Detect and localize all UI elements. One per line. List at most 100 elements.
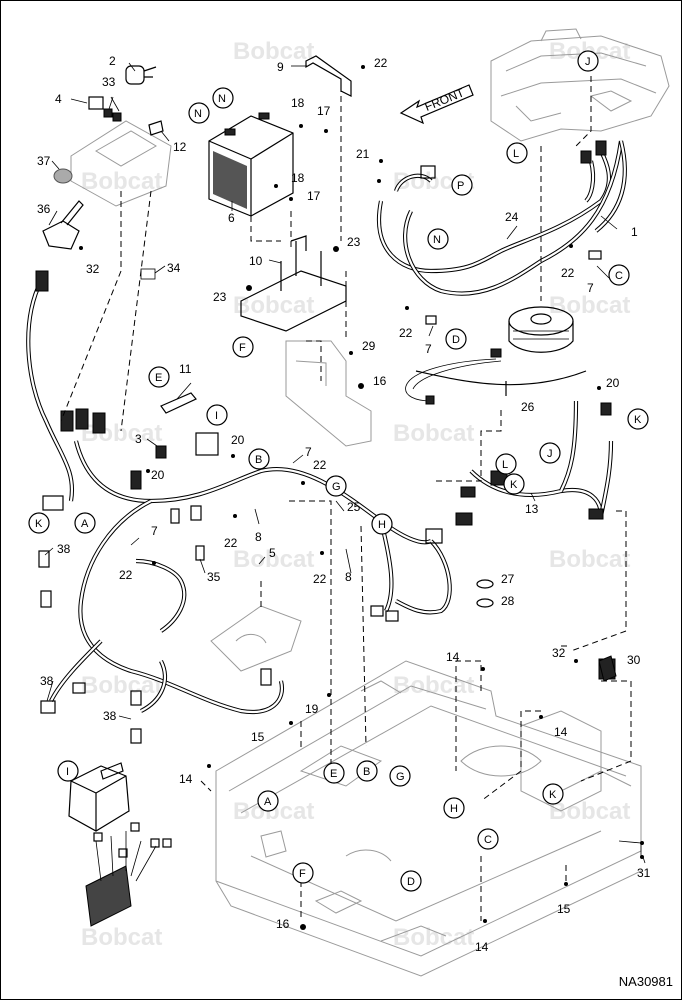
callout-4: 4 — [55, 92, 62, 106]
callout-22c: 22 — [399, 326, 413, 340]
callout-18b: 18 — [291, 171, 305, 185]
svg-text:H: H — [378, 519, 386, 531]
callout-10: 10 — [249, 254, 263, 268]
callout-33: 33 — [102, 75, 116, 89]
circle-letter-markers: N N P N J J L L C C D D K K K K E E I I … — [28, 50, 649, 892]
number-callouts: 1 2 3 4 5 6 7 7 7 7 8 8 9 10 11 12 13 14… — [37, 54, 651, 954]
callout-20b: 20 — [151, 468, 165, 482]
svg-text:K: K — [634, 414, 642, 426]
callout-14d: 14 — [475, 940, 489, 954]
svg-text:D: D — [452, 334, 460, 346]
watermark-5: Bobcat — [233, 292, 314, 319]
floor-plate — [210, 605, 302, 672]
svg-text:I: I — [215, 410, 218, 422]
battery — [208, 112, 294, 217]
callout-5: 5 — [269, 546, 276, 560]
callout-32a: 32 — [552, 646, 566, 660]
svg-text:K: K — [549, 789, 557, 801]
svg-text:N: N — [433, 234, 441, 246]
svg-text:K: K — [35, 518, 43, 530]
callout-14c: 14 — [179, 772, 193, 786]
callout-23b: 23 — [213, 290, 227, 304]
callout-22e: 22 — [224, 536, 238, 550]
watermark-14: Bobcat — [549, 798, 630, 825]
watermark-3: Bobcat — [81, 168, 162, 195]
callout-35: 35 — [207, 570, 221, 584]
watermark-16: Bobcat — [393, 924, 474, 951]
component-30 — [598, 655, 617, 682]
callout-38c: 38 — [103, 709, 117, 723]
callout-7d: 7 — [151, 524, 158, 538]
callout-7a: 7 — [587, 281, 594, 295]
dashed-leaders — [60, 76, 632, 921]
svg-text:I: I — [66, 766, 69, 778]
key-switch-assembly — [42, 65, 172, 280]
svg-text:F: F — [299, 868, 306, 880]
harness-26 — [405, 358, 587, 402]
callout-32b: 32 — [86, 262, 100, 276]
callout-21: 21 — [356, 147, 370, 161]
svg-text:K: K — [510, 479, 518, 491]
svg-text:J: J — [585, 56, 591, 68]
callout-26: 26 — [521, 400, 535, 414]
callout-22b: 22 — [561, 266, 575, 280]
svg-text:E: E — [330, 768, 337, 780]
callout-25: 25 — [347, 500, 361, 514]
svg-text:L: L — [502, 459, 508, 471]
svg-text:E: E — [155, 372, 162, 384]
callout-15b: 15 — [557, 902, 571, 916]
pto-clutch — [508, 306, 574, 353]
fuse-block — [85, 822, 172, 927]
callout-leaders — [44, 62, 646, 864]
svg-text:A: A — [81, 518, 89, 530]
callout-23a: 23 — [347, 235, 361, 249]
front-arrow-label: FRONT — [423, 85, 467, 114]
callout-22f: 22 — [119, 568, 133, 582]
svg-text:L: L — [513, 148, 519, 160]
callout-15a: 15 — [251, 730, 265, 744]
front-arrow: FRONT — [399, 84, 474, 125]
hardware-dots — [79, 65, 644, 930]
callout-16a: 16 — [373, 374, 387, 388]
callout-8a: 8 — [255, 530, 262, 544]
relay-module — [68, 762, 130, 832]
bracket-11 — [160, 392, 197, 414]
svg-text:A: A — [264, 796, 272, 808]
rings — [476, 579, 494, 608]
callout-36: 36 — [37, 202, 51, 216]
callout-30: 30 — [627, 653, 641, 667]
callout-14b: 14 — [554, 725, 568, 739]
callout-19: 19 — [305, 702, 319, 716]
svg-text:B: B — [363, 766, 370, 778]
svg-text:C: C — [615, 270, 623, 282]
callout-20c: 20 — [606, 376, 620, 390]
callout-17b: 17 — [307, 189, 321, 203]
svg-text:H: H — [450, 803, 458, 815]
callout-37: 37 — [37, 154, 51, 168]
watermark-6: Bobcat — [549, 292, 630, 319]
svg-text:G: G — [332, 481, 341, 493]
callout-8b: 8 — [345, 570, 352, 584]
callout-2: 2 — [109, 54, 116, 68]
main-harness — [26, 280, 452, 715]
watermark-9: Bobcat — [233, 546, 314, 573]
engine — [490, 28, 670, 142]
callout-22a: 22 — [374, 56, 388, 70]
callout-38b: 38 — [40, 674, 54, 688]
callout-31: 31 — [637, 866, 651, 880]
callout-18a: 18 — [291, 96, 305, 110]
callout-1: 1 — [631, 225, 638, 239]
watermark-12: Bobcat — [393, 672, 474, 699]
callout-29: 29 — [362, 339, 376, 353]
callout-7c: 7 — [305, 445, 312, 459]
svg-text:N: N — [194, 108, 202, 120]
callout-38a: 38 — [57, 542, 71, 556]
callout-34: 34 — [167, 261, 181, 275]
watermarks: Bobcat Bobcat Bobcat Bobcat Bobcat Bobca… — [81, 38, 630, 951]
watermark-10: Bobcat — [549, 546, 630, 573]
engine-wire-1 — [584, 140, 627, 233]
callout-16b: 16 — [276, 917, 290, 931]
svg-text:D: D — [407, 876, 415, 888]
svg-text:P: P — [457, 180, 464, 192]
